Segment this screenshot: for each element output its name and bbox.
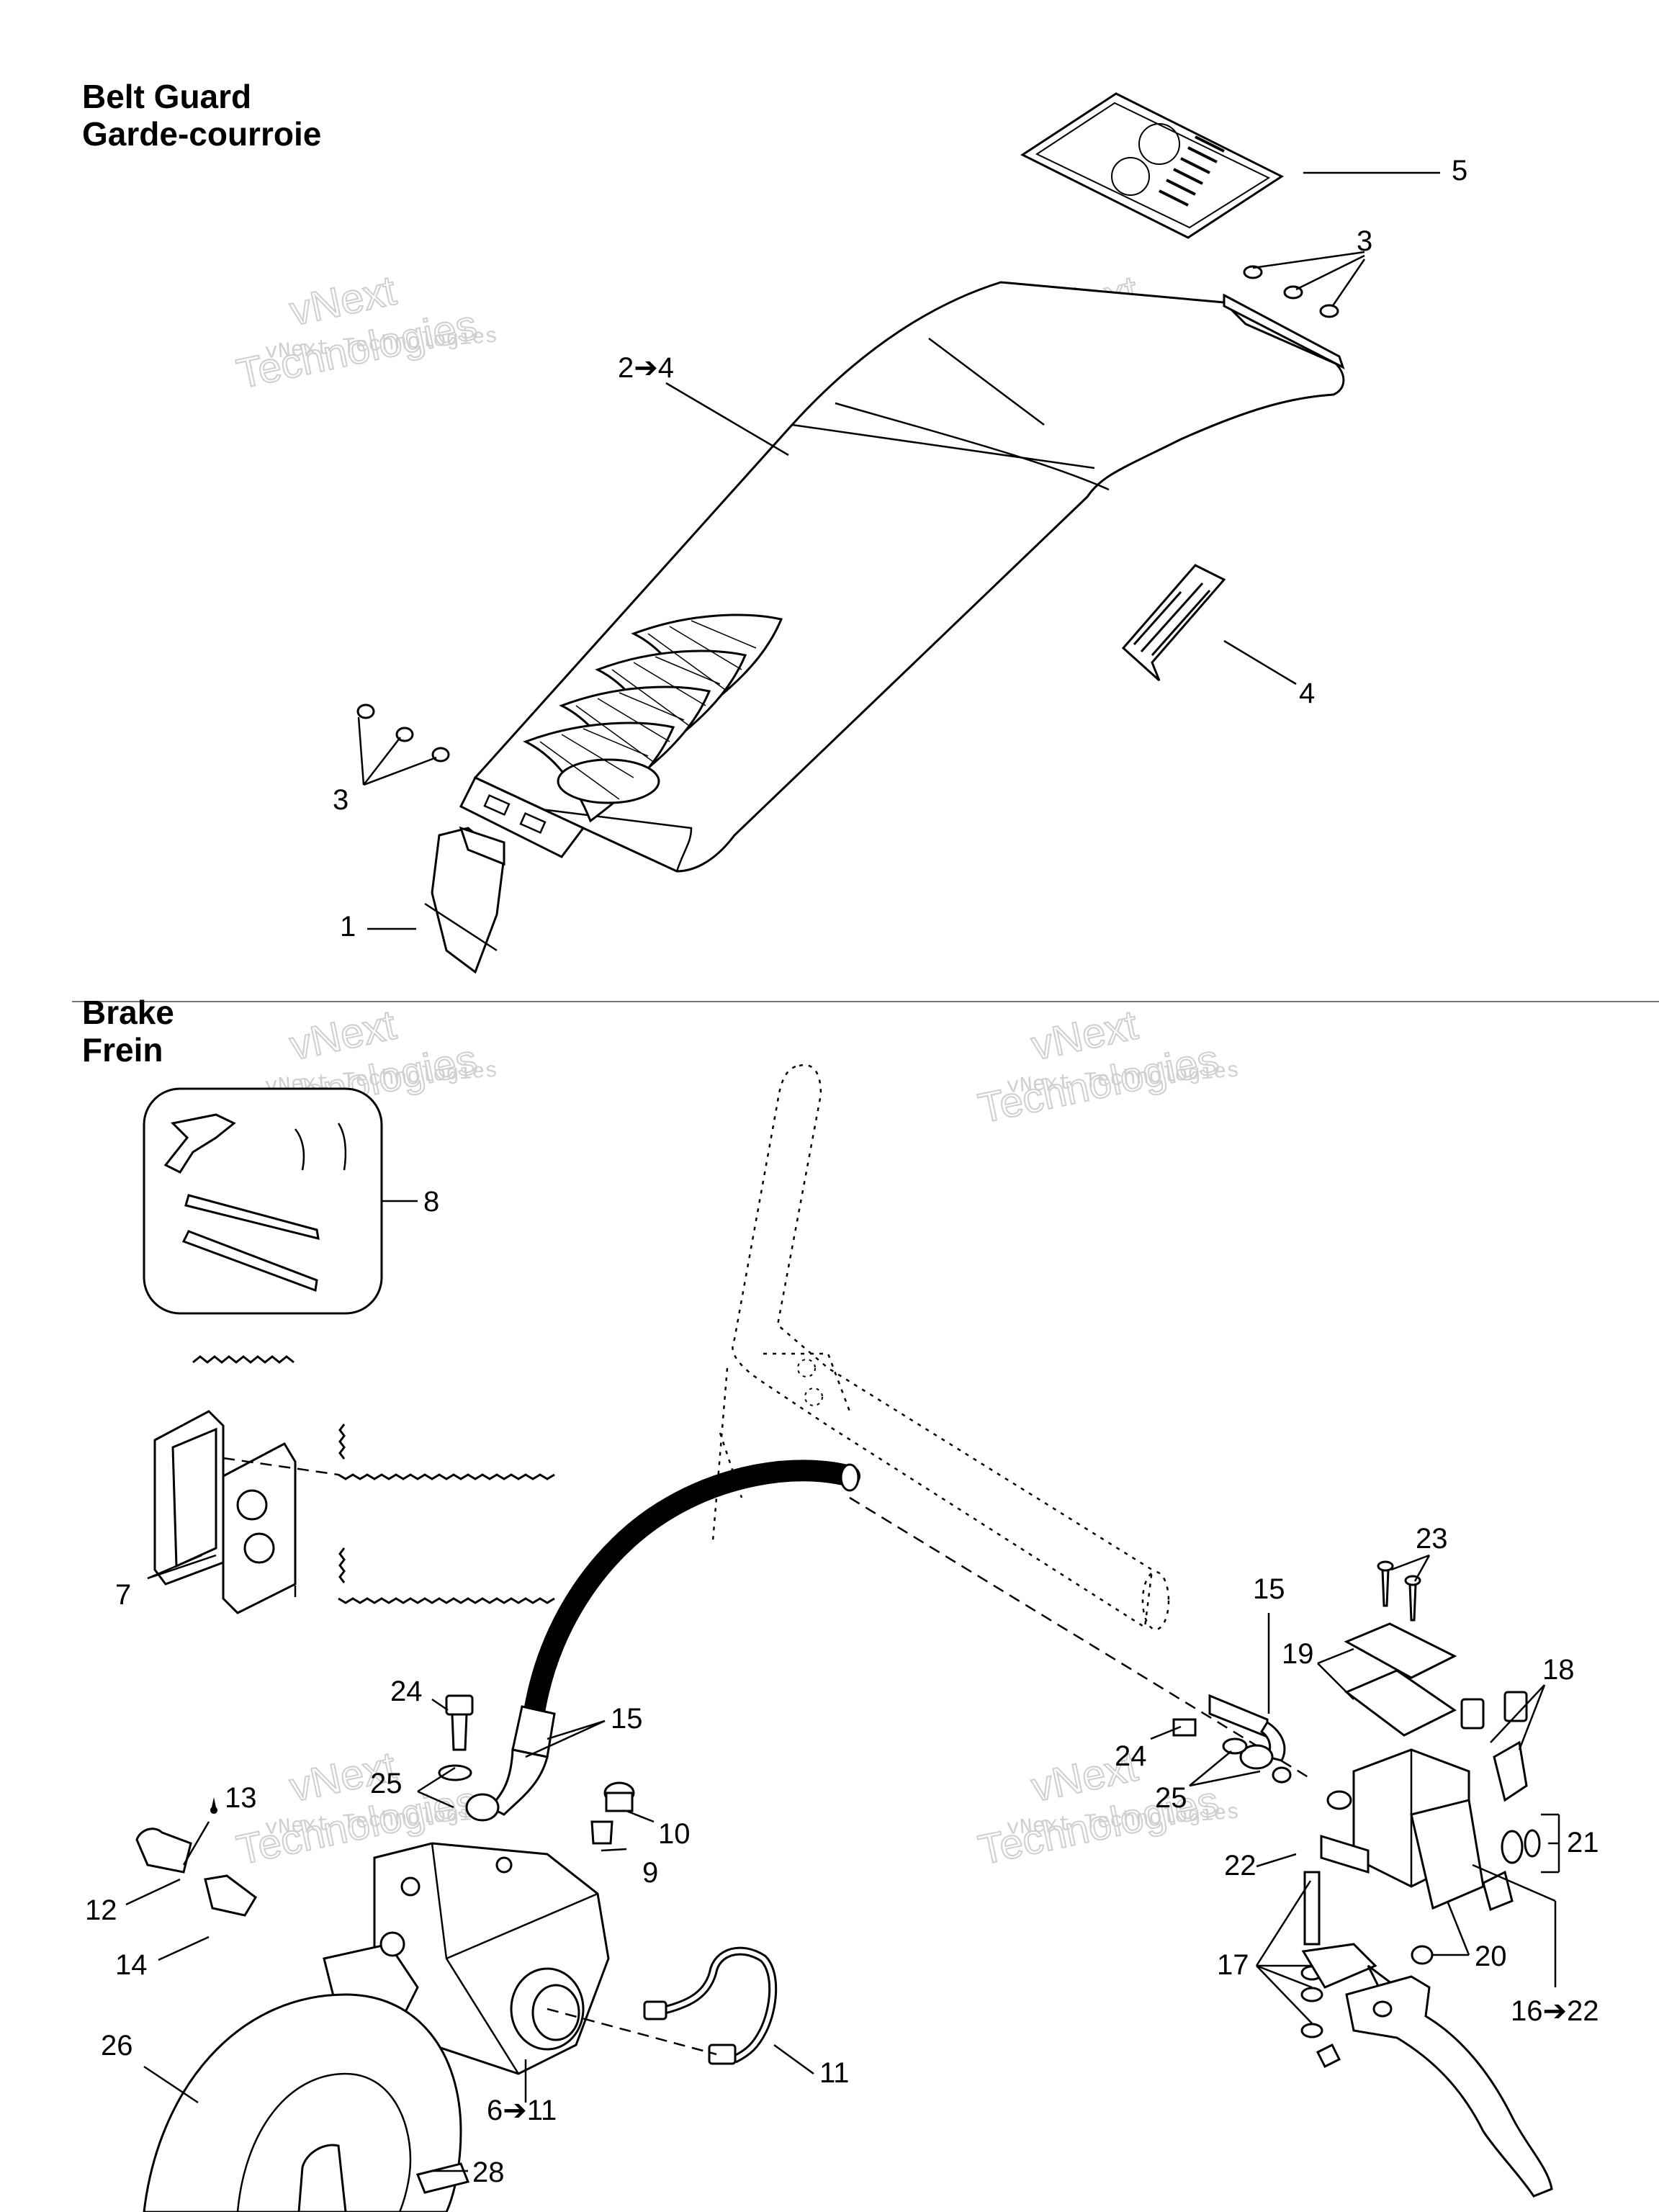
callout-26: 26 — [101, 2030, 133, 2062]
callout-8: 8 — [423, 1186, 439, 1218]
callout-7: 7 — [115, 1579, 131, 1611]
callout-18: 18 — [1542, 1654, 1575, 1686]
callout-13: 13 — [225, 1782, 257, 1814]
callout-9: 9 — [642, 1857, 658, 1889]
callout-21: 21 — [1567, 1827, 1599, 1858]
callout-1: 1 — [340, 911, 356, 943]
watermark: vNext Technologies vNext Technologies — [974, 1743, 1240, 1875]
section-title-brake: Brake Frein — [82, 994, 174, 1069]
callout-12: 12 — [85, 1894, 117, 1926]
caliper-hardware-left — [135, 1694, 635, 1917]
callout-15-left: 15 — [611, 1703, 643, 1735]
watermark: vNext Technologies vNext Technologies — [232, 266, 498, 399]
callout-25-left: 25 — [370, 1768, 403, 1799]
brake-caliper — [323, 1842, 610, 2075]
brake-drawing — [125, 1064, 1560, 2212]
callout-17: 17 — [1217, 1949, 1249, 1981]
callout-28: 28 — [472, 2157, 505, 2188]
master-cylinder — [1172, 1560, 1541, 2069]
callout-14: 14 — [115, 1949, 148, 1981]
callout-24-right: 24 — [1115, 1740, 1147, 1772]
warning-label-sticker — [1020, 92, 1285, 239]
section-divider — [72, 1001, 1659, 1002]
springs — [192, 1355, 555, 1604]
mounting-bracket — [424, 826, 505, 974]
callout-24-left: 24 — [390, 1676, 423, 1707]
callout-25-right: 25 — [1155, 1782, 1187, 1814]
callout-20: 20 — [1475, 1941, 1507, 1972]
callout-23: 23 — [1416, 1523, 1448, 1555]
callout-15-right: 15 — [1253, 1573, 1285, 1605]
bottom-push-nuts — [356, 703, 450, 763]
callout-4: 4 — [1299, 678, 1315, 709]
brake-title-fr: Frein — [82, 1031, 163, 1069]
brake-title-en: Brake — [82, 994, 174, 1031]
belt-guard-leaders — [357, 171, 1440, 930]
callout-16-22: 16➔22 — [1511, 1995, 1599, 2027]
watermark: vNext Technologies vNext Technologies — [974, 1001, 1240, 1133]
callout-3-top: 3 — [1357, 225, 1372, 257]
callout-labels: 5 3 2➔4 4 3 1 8 7 24 15 25 13 10 9 12 14… — [85, 155, 1599, 2188]
callout-11: 11 — [819, 2057, 850, 2089]
belt-guard-body — [459, 281, 1345, 873]
callout-3-bottom: 3 — [333, 784, 349, 816]
louver-vents — [523, 613, 783, 823]
small-decal — [1121, 564, 1226, 682]
brake-pipe — [547, 1946, 778, 2065]
callout-19: 19 — [1282, 1638, 1314, 1670]
callout-2-4: 2➔4 — [618, 352, 674, 384]
callout-10: 10 — [658, 1818, 691, 1850]
callout-5: 5 — [1452, 155, 1467, 186]
brake-leaders — [125, 1200, 1560, 2172]
belt-guard-title-fr: Garde-courroie — [82, 115, 322, 153]
belt-guard-drawing — [356, 92, 1440, 974]
callout-6-11: 6➔11 — [487, 2095, 557, 2126]
brake-pads — [153, 1410, 339, 1614]
belt-guard-title-en: Belt Guard — [82, 78, 252, 115]
handlebar-outline — [711, 1064, 1170, 1631]
brake-lever — [1345, 1975, 1553, 2198]
brake-disc — [143, 1993, 470, 2212]
section-title-belt-guard: Belt Guard Garde-courroie — [82, 78, 321, 153]
brake-hose — [465, 1460, 1311, 1822]
top-push-nuts — [1243, 265, 1339, 318]
callout-22: 22 — [1224, 1850, 1256, 1881]
hardware-kit-box — [143, 1087, 383, 1315]
